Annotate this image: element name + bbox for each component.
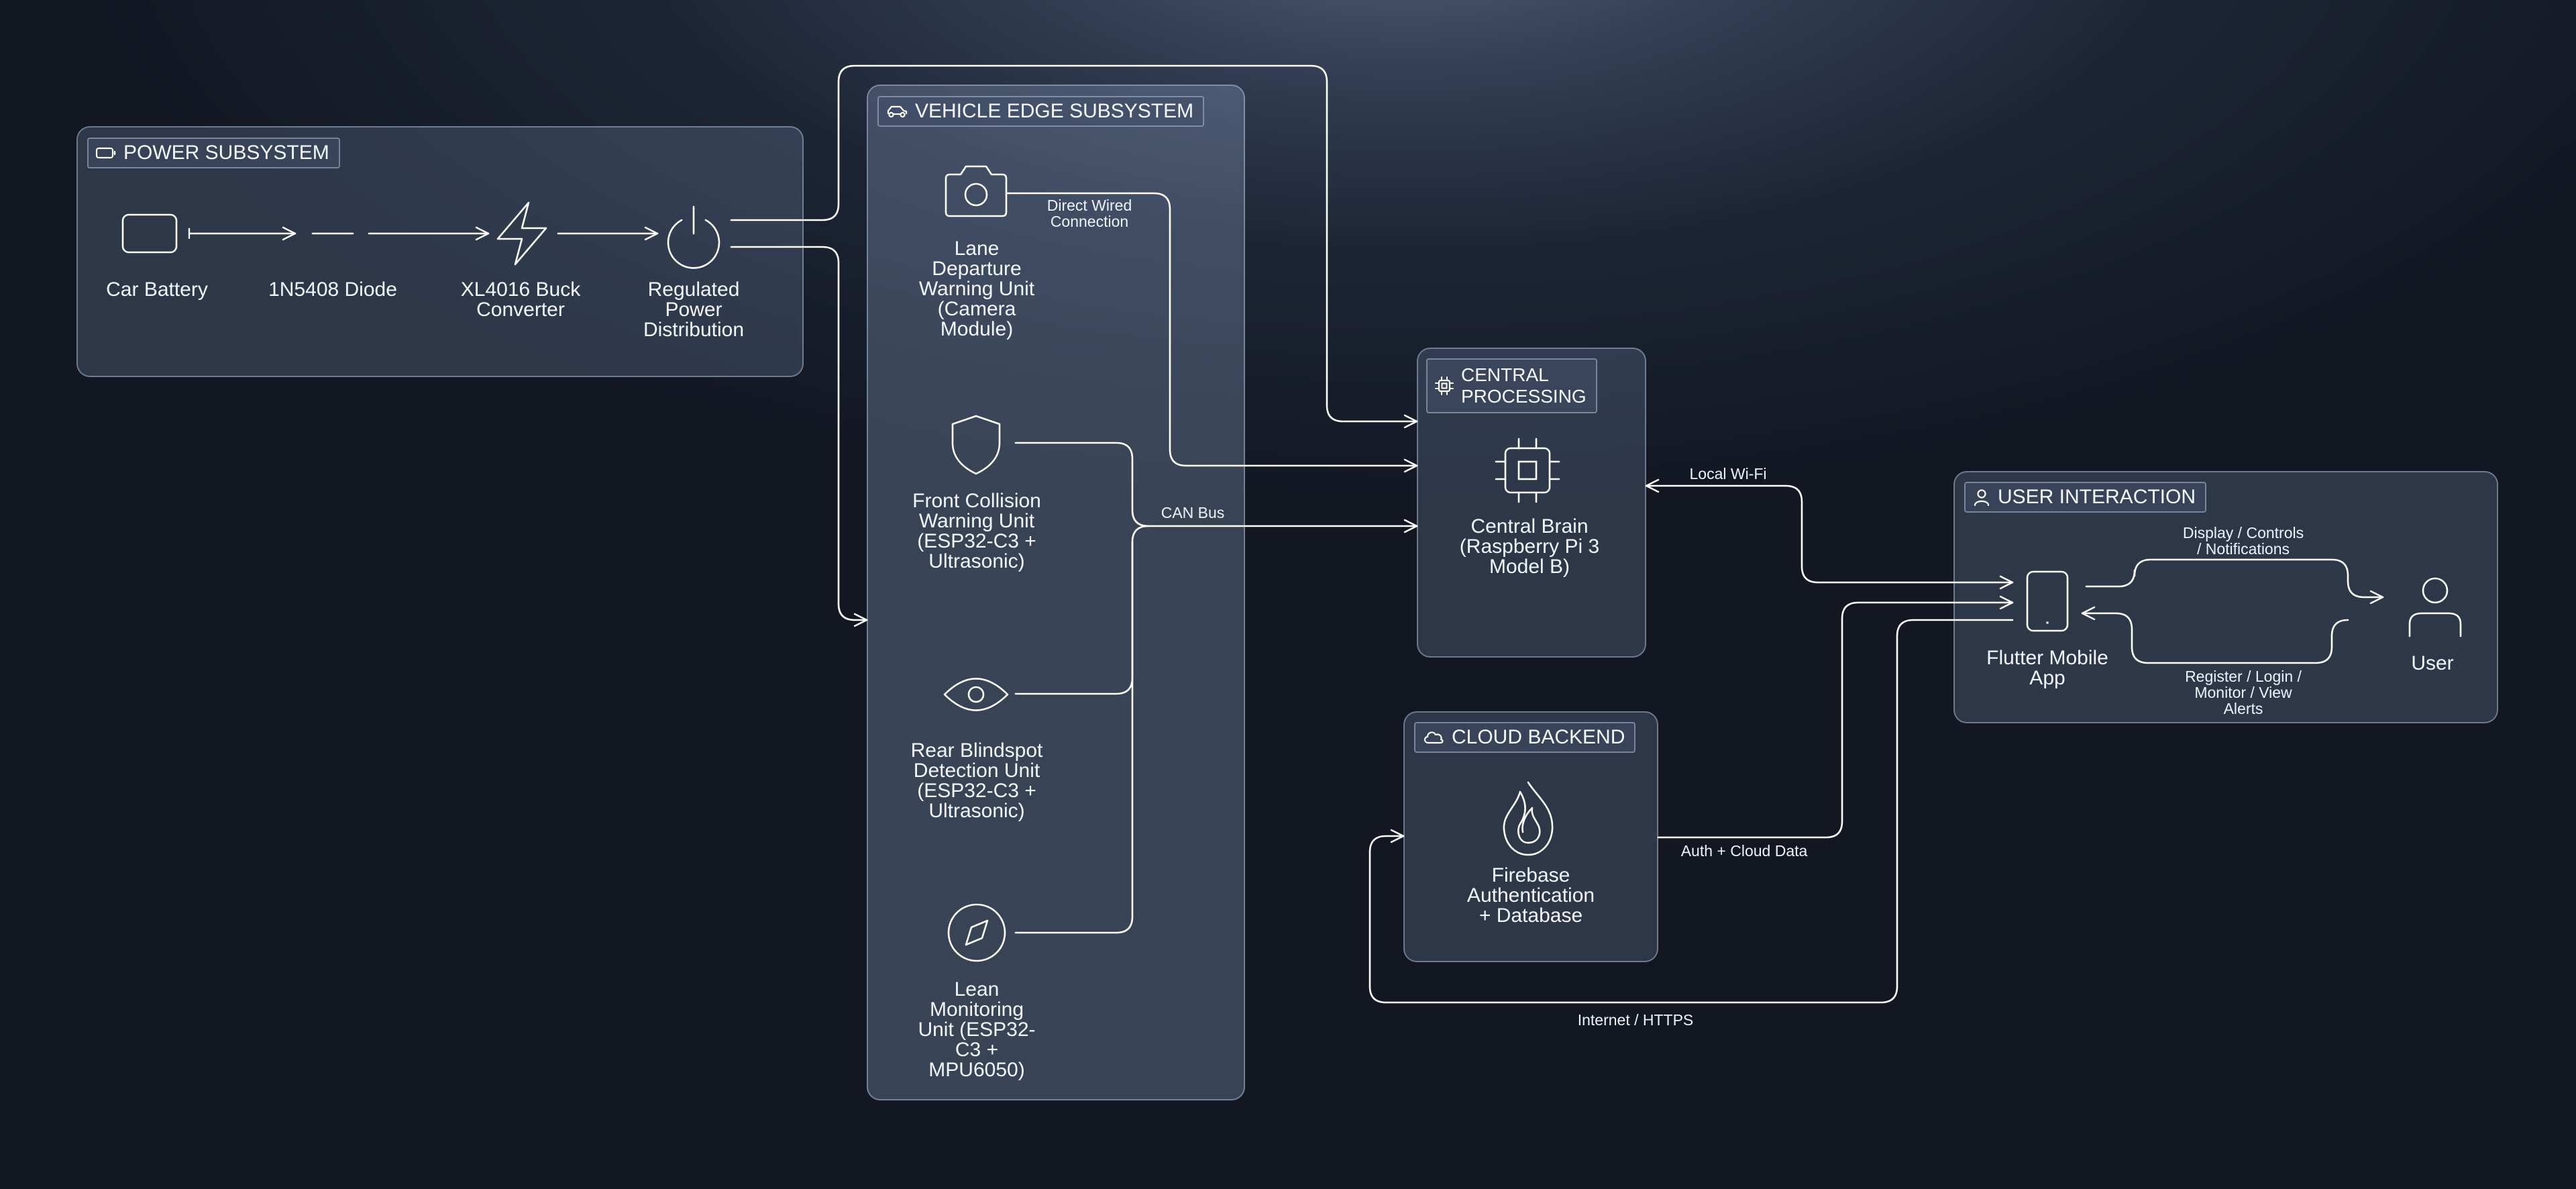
cloud-backend-label: CLOUD BACKEND <box>1452 726 1625 748</box>
cpu-icon <box>1434 376 1454 396</box>
display-controls-edge-label: Display / Controls / Notifications <box>2182 524 2304 558</box>
user-icon <box>1972 488 1991 507</box>
user-interaction-label: USER INTERACTION <box>1998 486 2196 508</box>
vehicle-edge-subsystem-group <box>867 85 1245 1100</box>
central-processing-title: CENTRAL PROCESSING <box>1426 358 1597 413</box>
power-subsystem-title: POWER SUBSYSTEM <box>87 138 340 168</box>
central-title-line-2: PROCESSING <box>1461 386 1587 407</box>
camera-icon <box>945 165 1008 217</box>
battery-icon <box>95 146 117 160</box>
lean-monitoring-label: Lean Monitoring Unit (ESP32- C3 + MPU605… <box>918 978 1036 1081</box>
can-bus-edge-label: CAN Bus <box>1161 504 1225 521</box>
central-title-line-1: CENTRAL <box>1461 364 1549 385</box>
power-subsystem-label: POWER SUBSYSTEM <box>123 142 329 164</box>
diode-label: 1N5408 Diode <box>268 278 397 301</box>
auth-cloud-data-edge-label: Auth + Cloud Data <box>1680 842 1808 860</box>
chip-icon <box>1495 437 1560 503</box>
buck-converter-label: XL4016 Buck Converter <box>460 278 581 321</box>
user-interaction-title: USER INTERACTION <box>1964 482 2207 513</box>
vehicle-edge-subsystem-title: VEHICLE EDGE SUBSYSTEM <box>877 96 1205 127</box>
register-login-edge-label: Register / Login / Monitor / View Alerts <box>2185 668 2302 717</box>
firebase-label: Firebase Authentication + Database <box>1466 864 1595 927</box>
user-person-icon <box>2408 577 2462 637</box>
cloud-icon <box>1422 729 1445 745</box>
car-battery-icon <box>121 213 178 254</box>
diode-icon <box>188 227 191 240</box>
cloud-backend-title: CLOUD BACKEND <box>1414 722 1636 753</box>
vehicle-edge-subsystem-label: VEHICLE EDGE SUBSYSTEM <box>915 100 1194 122</box>
power-icon <box>667 205 720 269</box>
compass-icon <box>947 903 1006 962</box>
shield-icon <box>951 415 1001 475</box>
firebase-flame-icon <box>1503 781 1554 856</box>
central-brain-label: Central Brain (Raspberry Pi 3 Model B) <box>1459 515 1600 578</box>
regulated-power-label: Regulated Power Distribution <box>643 278 745 341</box>
direct-wired-edge-label: Direct Wired Connection <box>1046 197 1132 230</box>
eye-icon <box>943 678 1009 711</box>
local-wifi-edge-label: Local Wi-Fi <box>1689 465 1767 482</box>
front-collision-label: Front Collision Warning Unit (ESP32-C3 +… <box>912 490 1041 572</box>
internet-https-edge-label: Internet / HTTPS <box>1577 1011 1694 1029</box>
rear-blindspot-label: Rear Blindspot Detection Unit (ESP32-C3 … <box>910 739 1043 822</box>
flutter-app-label: Flutter Mobile App <box>1986 647 2108 689</box>
lane-departure-label: Lane Departure Warning Unit (Camera Modu… <box>918 238 1035 340</box>
car-icon <box>885 103 908 119</box>
car-battery-label: Car Battery <box>106 278 208 301</box>
smartphone-icon <box>2026 570 2069 632</box>
user-label: User <box>2411 652 2454 674</box>
lightning-icon <box>496 201 547 266</box>
